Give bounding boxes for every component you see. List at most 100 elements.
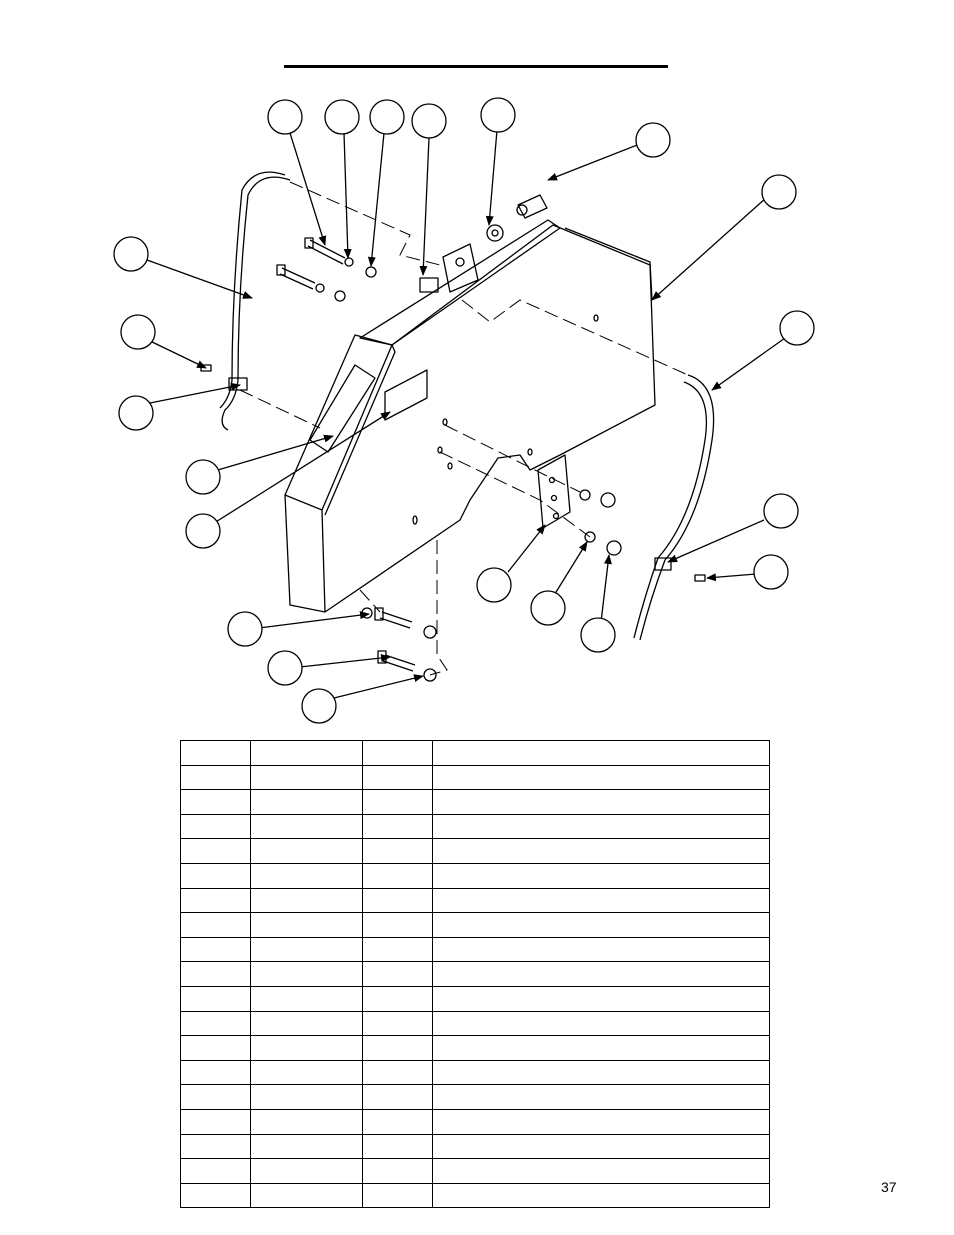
table-row xyxy=(180,1133,770,1160)
washer xyxy=(486,224,504,242)
exploded-parts-diagram xyxy=(113,97,815,724)
housing-outline xyxy=(284,224,656,613)
callout-balloon xyxy=(369,99,405,135)
housing-hole xyxy=(527,448,533,456)
table-cell xyxy=(362,912,433,938)
table-cell xyxy=(362,1010,433,1037)
callout-balloon xyxy=(267,650,303,686)
washer xyxy=(579,489,591,501)
title-rule xyxy=(284,65,668,68)
housing-hole xyxy=(442,418,448,426)
table-row xyxy=(180,985,770,1012)
table-cell xyxy=(432,887,770,914)
table-cell xyxy=(180,985,251,1012)
callout-balloon xyxy=(185,459,221,495)
table-cell xyxy=(432,936,770,963)
table-cell xyxy=(362,740,433,766)
table-cell xyxy=(250,789,363,815)
label-plate xyxy=(384,369,428,421)
table-row xyxy=(180,740,770,766)
table-cell xyxy=(180,961,251,987)
table-cell xyxy=(180,862,251,889)
table-row xyxy=(180,862,770,889)
table-cell xyxy=(250,1035,363,1061)
table-cell xyxy=(250,1108,363,1135)
table-cell xyxy=(432,1035,770,1061)
table-cell xyxy=(362,1035,433,1061)
callout-balloon xyxy=(185,513,221,549)
table-cell xyxy=(250,887,363,914)
washer xyxy=(315,283,325,293)
callout-balloon xyxy=(635,122,671,158)
upper-bracket xyxy=(442,243,479,293)
table-cell xyxy=(180,887,251,914)
hose-clamp xyxy=(654,557,672,571)
table-cell xyxy=(180,1133,251,1160)
page-number: 37 xyxy=(881,1179,897,1195)
table-cell xyxy=(432,813,770,840)
table-cell xyxy=(362,1182,433,1209)
table-cell xyxy=(250,1158,363,1184)
callout-balloon xyxy=(753,554,789,590)
callout-balloon xyxy=(779,310,815,346)
washer xyxy=(344,257,354,267)
table-cell xyxy=(250,985,363,1012)
nut xyxy=(361,607,373,619)
housing-back-rim xyxy=(564,227,653,301)
table-cell xyxy=(362,1158,433,1184)
table-row xyxy=(180,936,770,963)
table-row xyxy=(180,912,770,938)
nut xyxy=(606,540,622,556)
hose-fitting xyxy=(517,194,548,219)
table-cell xyxy=(362,1108,433,1135)
table-cell xyxy=(250,1059,363,1086)
callout-balloon xyxy=(324,99,360,135)
table-cell xyxy=(432,1059,770,1086)
washer xyxy=(334,290,346,302)
label-window xyxy=(309,364,376,453)
table-cell xyxy=(432,764,770,791)
callout-balloon xyxy=(530,590,566,626)
table-cell xyxy=(180,789,251,815)
table-cell xyxy=(250,1010,363,1037)
bracket-hole xyxy=(455,257,465,267)
table-cell xyxy=(432,740,770,766)
table-row xyxy=(180,1010,770,1037)
table-cell xyxy=(362,1059,433,1086)
washer xyxy=(423,625,437,639)
housing-top-face xyxy=(359,219,561,346)
hose-right xyxy=(639,374,715,641)
table-cell xyxy=(432,1133,770,1160)
table-row xyxy=(180,887,770,914)
table-cell xyxy=(432,912,770,938)
table-cell xyxy=(180,912,251,938)
housing-front-edge xyxy=(284,344,396,613)
table-cell xyxy=(362,764,433,791)
table-cell xyxy=(250,961,363,987)
table-cell xyxy=(250,936,363,963)
table-row xyxy=(180,1059,770,1086)
mount-bracket xyxy=(537,454,571,529)
table-cell xyxy=(180,764,251,791)
table-row xyxy=(180,961,770,987)
table-cell xyxy=(432,838,770,864)
table-row xyxy=(180,1108,770,1135)
table-cell xyxy=(362,936,433,963)
table-cell xyxy=(250,1182,363,1209)
hose-left xyxy=(221,176,291,431)
table-cell xyxy=(180,1035,251,1061)
housing-hole xyxy=(437,446,443,454)
callout-balloon xyxy=(227,611,263,647)
nut xyxy=(600,492,616,508)
table-row xyxy=(180,1084,770,1110)
housing-hole xyxy=(447,462,453,470)
callout-balloon xyxy=(113,236,149,272)
table-row xyxy=(180,789,770,815)
callout-balloon xyxy=(580,617,616,653)
callout-balloon xyxy=(480,97,516,133)
table-cell xyxy=(362,862,433,889)
table-row xyxy=(180,1158,770,1184)
callout-balloon xyxy=(411,103,447,139)
table-cell xyxy=(180,1084,251,1110)
callout-balloon xyxy=(301,688,337,724)
